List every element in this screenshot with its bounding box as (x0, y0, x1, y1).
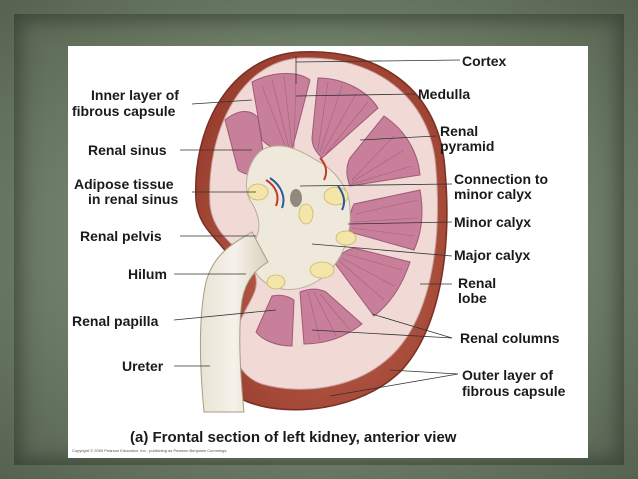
label-minor-calyx: Minor calyx (454, 214, 531, 230)
label-outer-layer-line2: fibrous capsule (462, 383, 566, 399)
label-inner-layer-line1: Inner layer of (91, 87, 179, 103)
pyramid-6 (333, 247, 411, 317)
label-renal-pyramid-line1: Renal (440, 123, 478, 139)
pyramid-8 (255, 294, 295, 347)
renal-sinus (246, 145, 351, 290)
sinus-vessels (265, 157, 346, 211)
leader-lines (173, 56, 461, 397)
pyramid-2 (311, 77, 379, 159)
label-renal-pelvis: Renal pelvis (80, 228, 162, 244)
label-connection-line2: minor calyx (454, 186, 532, 202)
label-medulla: Medulla (418, 86, 470, 102)
label-outer-layer-line1: Outer layer of (462, 367, 553, 383)
label-adipose-line2: in renal sinus (88, 191, 178, 207)
label-adipose-line1: Adipose tissue (74, 176, 174, 192)
label-cortex: Cortex (462, 53, 507, 69)
label-renal-lobe-line2: lobe (458, 290, 487, 306)
label-major-calyx: Major calyx (454, 247, 530, 263)
pyramid-striations (261, 75, 419, 341)
label-renal-papilla: Renal papilla (72, 313, 159, 329)
label-ureter: Ureter (122, 358, 164, 374)
label-renal-lobe-line1: Renal (458, 275, 496, 291)
copyright-notice: Copyright © 2009 Pearson Education, Inc.… (72, 448, 227, 453)
figure-caption: (a) Frontal section of left kidney, ante… (130, 429, 457, 446)
label-inner-layer-line2: fibrous capsule (72, 103, 176, 119)
label-hilum: Hilum (128, 266, 167, 282)
pyramid-4 (346, 115, 421, 187)
minor-calyx-opening (290, 189, 302, 207)
label-connection-line1: Connection to (454, 171, 548, 187)
label-renal-columns: Renal columns (460, 330, 560, 346)
ureter (200, 231, 269, 413)
label-renal-sinus: Renal sinus (88, 142, 167, 158)
label-renal-pyramid-line2: pyramid (440, 138, 494, 154)
